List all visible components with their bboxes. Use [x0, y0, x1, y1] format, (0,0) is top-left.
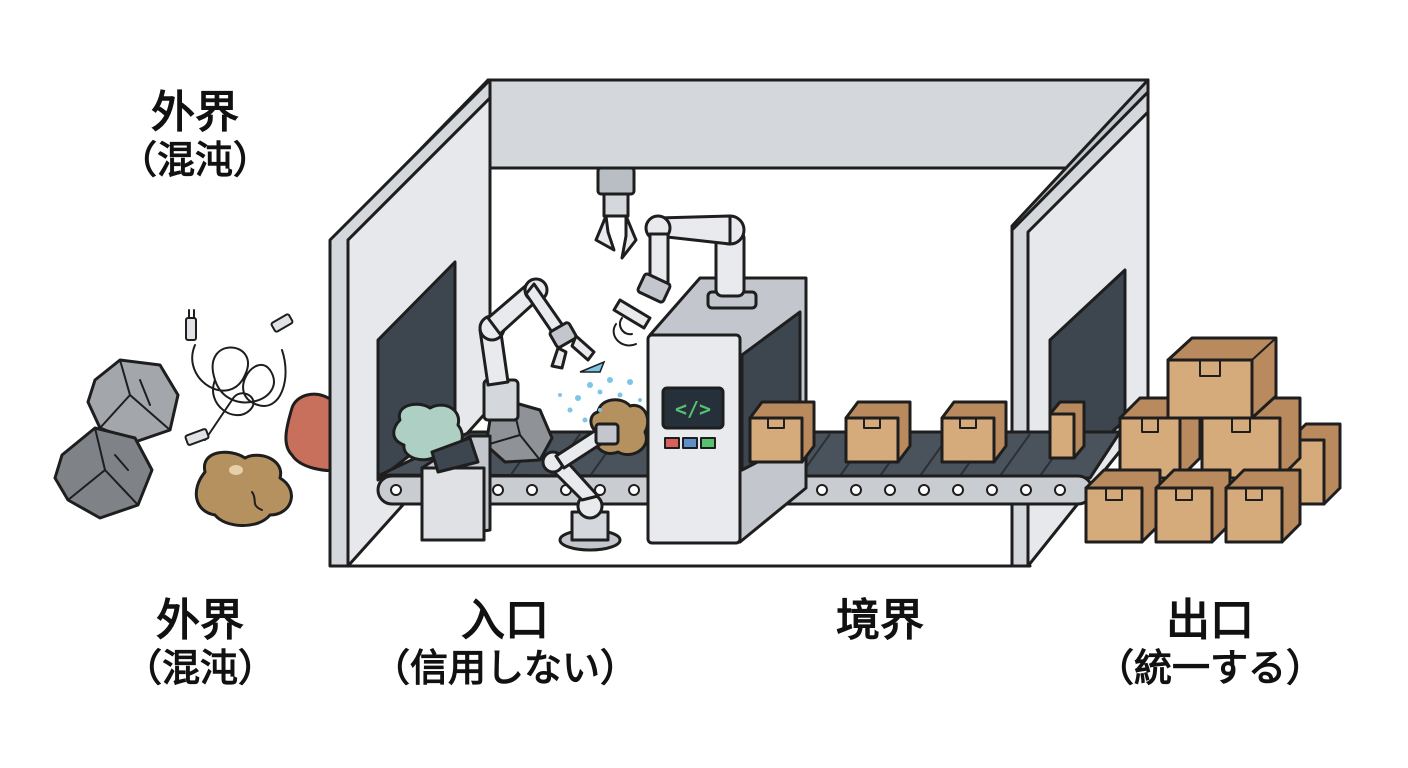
box-icon	[1086, 470, 1160, 542]
label-main: 外界	[95, 596, 305, 647]
input-terminal	[422, 436, 490, 540]
indicator-light	[683, 438, 697, 448]
indicator-light	[665, 438, 679, 448]
box-icon	[1156, 470, 1230, 542]
box-icon	[846, 402, 910, 462]
label-boundary: 境界	[780, 596, 980, 647]
label-main: 境界	[780, 596, 980, 647]
label-sub: （混沌）	[95, 647, 305, 691]
label-exit: 出口 （統一する）	[1090, 596, 1330, 690]
box-icon	[942, 402, 1006, 462]
blob-icon	[196, 452, 291, 525]
indicator-light	[701, 438, 715, 448]
label-main: 入口	[360, 596, 650, 647]
label-sub: （信用しない）	[360, 647, 650, 691]
chaos-objects	[55, 310, 338, 526]
box-icon	[1226, 470, 1300, 542]
label-sub: （統一する）	[1090, 647, 1330, 691]
label-main: 出口	[1090, 596, 1330, 647]
label-main: 外界	[90, 88, 300, 139]
label-outside: 外界 （混沌）	[95, 596, 305, 690]
box-icon	[750, 402, 814, 462]
label-entrance: 入口 （信用しない）	[360, 596, 650, 690]
box-icon	[1168, 338, 1276, 418]
label-sub: （混沌）	[90, 139, 300, 183]
code-symbol: </>	[675, 397, 711, 421]
label-outside-top: 外界 （混沌）	[90, 88, 300, 182]
tangled-cable-icon	[185, 310, 293, 445]
box-icon	[1050, 402, 1084, 458]
